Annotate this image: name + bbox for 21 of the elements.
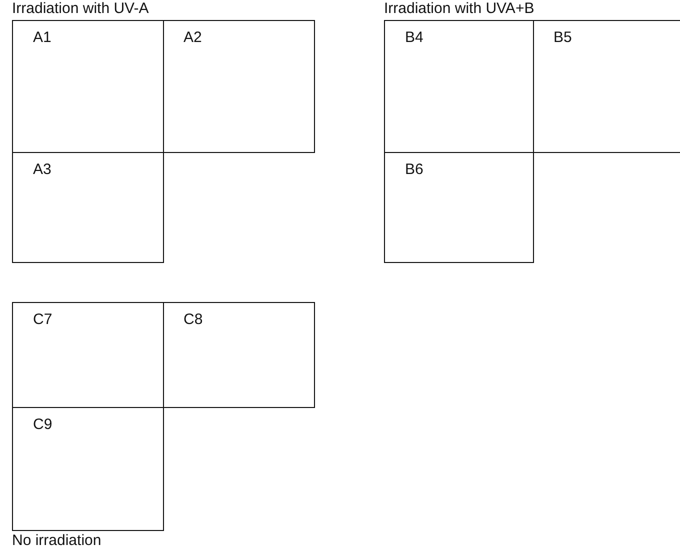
cell-label: B4 xyxy=(405,29,424,46)
grid-cell xyxy=(12,152,164,262)
grid-cell xyxy=(162,302,314,408)
cell-label: B5 xyxy=(554,29,572,46)
grid-cell xyxy=(384,152,534,262)
cell-label: B6 xyxy=(405,160,424,178)
cell-label: A2 xyxy=(184,29,202,46)
grid-cell xyxy=(532,20,680,153)
group-caption: Irradiation with UV-A xyxy=(12,0,149,17)
cell-label: A1 xyxy=(33,29,52,46)
cell-label: C7 xyxy=(33,311,52,328)
grid-cell xyxy=(162,20,314,153)
grid-cell xyxy=(12,406,164,530)
group-caption: Irradiation with UVA+B xyxy=(384,0,534,17)
group-caption: No irradiation xyxy=(12,532,102,549)
cell-label: C8 xyxy=(184,311,203,328)
cell-label: C9 xyxy=(33,416,52,432)
grid-cell xyxy=(12,302,164,408)
grid-cell xyxy=(384,20,534,153)
cell-label: A3 xyxy=(33,160,52,178)
grid-cell xyxy=(12,20,164,153)
